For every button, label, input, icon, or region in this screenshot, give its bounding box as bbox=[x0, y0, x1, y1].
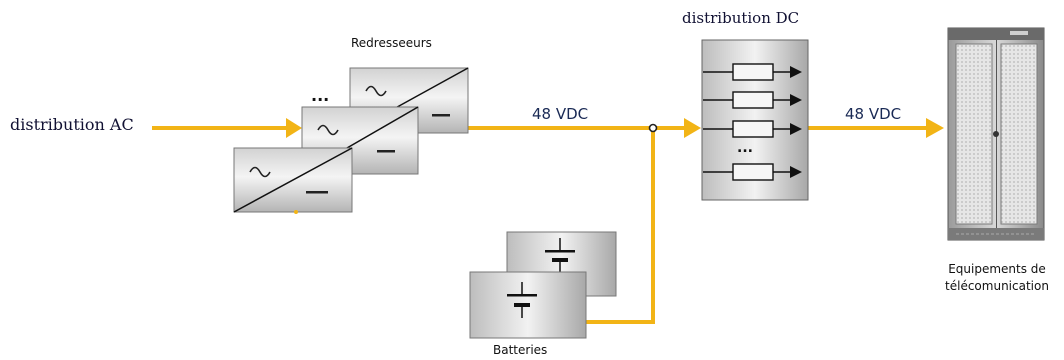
telecom-label-line2: télécomunication bbox=[945, 279, 1049, 293]
cabinet-door-left bbox=[956, 44, 992, 224]
dc-input-arrow bbox=[684, 118, 701, 138]
rectifiers-label: Redresseeurs bbox=[351, 36, 432, 50]
distribution-dc-label: distribution DC bbox=[682, 9, 799, 27]
rectifiers-ellipsis: ... bbox=[311, 86, 329, 105]
fuse-icon bbox=[733, 64, 773, 80]
dc-bar-icon bbox=[377, 150, 395, 153]
fuse-icon bbox=[733, 92, 773, 108]
cabinet-door-right bbox=[1001, 44, 1037, 224]
telecom-label-line1: Equipements de bbox=[948, 262, 1046, 276]
rectifier-stack bbox=[234, 68, 468, 214]
dc-bar-icon bbox=[432, 114, 450, 117]
fuse-icon bbox=[733, 164, 773, 180]
rectifier-front bbox=[234, 148, 352, 214]
dc-branch-ellipsis: ... bbox=[737, 140, 753, 156]
distribution-ac-label: distribution AC bbox=[10, 115, 134, 134]
battery-front bbox=[470, 272, 586, 338]
cabinet-lock-icon bbox=[993, 131, 999, 137]
telecom-input-arrow bbox=[926, 118, 944, 138]
dc-distribution-panel: ... bbox=[702, 40, 808, 200]
dc-bar-icon bbox=[306, 191, 328, 194]
vdc-left-label: 48 VDC bbox=[532, 105, 588, 123]
ac-input-arrow bbox=[286, 118, 302, 138]
telecom-cabinet bbox=[948, 28, 1044, 240]
vdc-right-label: 48 VDC bbox=[845, 105, 901, 123]
fuse-icon bbox=[733, 121, 773, 137]
batteries-label: Batteries bbox=[493, 343, 547, 357]
junction-node bbox=[650, 125, 657, 132]
